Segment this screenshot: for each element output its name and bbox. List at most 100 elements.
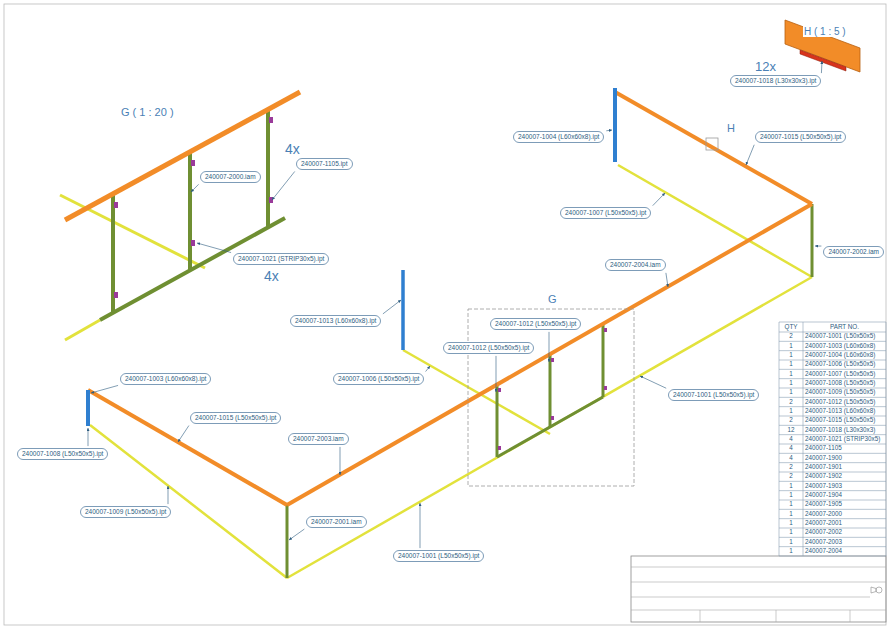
table-cell: 1 — [789, 343, 793, 350]
yellow-rail — [403, 350, 550, 434]
part-callout: 240007-1007 (L50x50x5).ipt — [560, 207, 651, 219]
view-label: 4x — [263, 269, 280, 284]
blue-post — [86, 390, 90, 426]
view-label: 12x — [754, 60, 777, 74]
table-cell: 12 — [787, 427, 794, 434]
part-callout: 240007-1018 (L30x30x3).ipt — [730, 75, 821, 87]
table-cell: 240007-1003 (L60x60x8) — [805, 343, 875, 350]
blue-post — [613, 88, 617, 162]
table-cell: 240007-1105 — [805, 445, 842, 452]
leader-line — [746, 145, 754, 165]
strip-plate — [114, 292, 118, 298]
table-cell: 240007-2002 — [805, 529, 842, 536]
table-cell: 4 — [789, 436, 793, 443]
table-cell: 240007-1001 (L50x50x5) — [805, 333, 875, 340]
yellow-rail — [65, 320, 100, 340]
part-callout: 240007-1012 (L50x50x5).ipt — [490, 318, 581, 330]
blue-post — [401, 270, 405, 350]
table-cell: 2 — [789, 417, 793, 424]
strip-plate — [269, 197, 273, 203]
table-cell: 240007-1903 — [805, 483, 842, 490]
table-rule — [803, 322, 804, 556]
table-cell: 240007-2004 — [805, 548, 842, 555]
table-cell: 2 — [789, 473, 793, 480]
strip-plate — [551, 416, 554, 420]
table-cell: 240007-1902 — [805, 473, 842, 480]
strip-plate — [191, 240, 195, 246]
table-cell: 240007-2000 — [805, 511, 842, 518]
part-callout: 240007-2004.iam — [605, 259, 666, 271]
leader-line — [88, 428, 89, 446]
leader-line — [191, 184, 199, 192]
leader-line — [272, 171, 295, 200]
orange-rail — [88, 390, 287, 505]
sheet-border — [4, 4, 886, 625]
yellow-rail — [287, 277, 812, 578]
strip-plate — [498, 388, 501, 392]
part-callout: 240007-1013 (L60x60x8).ipt — [290, 315, 381, 327]
orange-rail — [287, 204, 812, 505]
table-cell: 1 — [789, 389, 793, 396]
angle-profile — [785, 20, 860, 72]
strip-plate — [498, 446, 501, 450]
table-cell: 2 — [789, 333, 793, 340]
leader-line — [666, 273, 668, 287]
table-cell: 240007-1021 (STRIP30x5) — [805, 436, 880, 443]
table-cell: 240007-1905 — [805, 501, 842, 508]
title-block-line — [700, 610, 701, 622]
leader-line — [178, 426, 189, 442]
projection-symbol — [876, 587, 882, 593]
table-rule — [886, 322, 887, 556]
leader-line — [168, 486, 169, 504]
table-cell: 240007-1008 (L50x50x5) — [805, 380, 875, 387]
part-callout: 240007-1008 (L50x50x5).ipt — [17, 448, 108, 460]
projection-symbol — [871, 587, 876, 593]
table-cell: 240007-1007 (L50x50x5) — [805, 371, 875, 378]
detail-boundary — [706, 138, 718, 150]
green-frame — [100, 218, 285, 320]
table-cell: 240007-2003 — [805, 539, 842, 546]
table-cell: 240007-1013 (L60x60x8) — [805, 408, 875, 415]
leader-line — [91, 385, 118, 393]
strip-plate — [191, 160, 195, 166]
view-label: H ( 1 : 5 ) — [803, 26, 847, 37]
green-post — [811, 204, 814, 277]
table-rule — [779, 322, 886, 323]
strip-plate — [269, 117, 273, 123]
table-cell: 240007-1901 — [805, 464, 842, 471]
table-cell: 240007-1009 (L50x50x5) — [805, 389, 875, 396]
leader-line — [426, 366, 430, 372]
strip-plate — [604, 386, 607, 390]
view-label: 4x — [284, 142, 301, 157]
part-callout: 240007-1001 (L50x50x5).ipt — [668, 389, 759, 401]
table-cell: 240007-1904 — [805, 492, 842, 499]
part-callout: 240007-2000.iam — [200, 171, 261, 183]
table-cell: 1 — [789, 352, 793, 359]
leader-line — [653, 193, 665, 206]
leader-line — [340, 447, 341, 475]
table-cell: 4 — [789, 445, 793, 452]
table-cell: 1 — [789, 520, 793, 527]
title-block-line — [631, 567, 886, 568]
table-cell: 1 — [789, 548, 793, 555]
table-cell: 1 — [789, 483, 793, 490]
table-cell: 1 — [789, 408, 793, 415]
leader-line — [606, 130, 612, 132]
table-cell: 1 — [789, 371, 793, 378]
leader-line — [197, 243, 231, 253]
part-callout: 240007-2001.iam — [306, 516, 367, 528]
part-callout: 240007-1012 (L50x50x5).ipt — [443, 342, 534, 354]
strip-plate — [551, 358, 554, 362]
part-callout: 240007-1015 (L50x50x5).ipt — [190, 412, 281, 424]
part-callout: 240007-1001 (L50x50x5).ipt — [393, 550, 484, 562]
title-block — [631, 556, 886, 622]
table-cell: PART NO. — [830, 324, 859, 331]
title-block-line — [850, 610, 851, 622]
table-cell: 2 — [789, 399, 793, 406]
strip-plate — [604, 328, 607, 332]
table-cell: 1 — [789, 380, 793, 387]
part-callout: 240007-1021 (STRIP30x5).ipt — [233, 253, 329, 265]
leader-line — [289, 529, 304, 540]
table-cell: 1 — [789, 501, 793, 508]
part-callout: 240007-1015 (L50x50x5).ipt — [755, 131, 846, 143]
